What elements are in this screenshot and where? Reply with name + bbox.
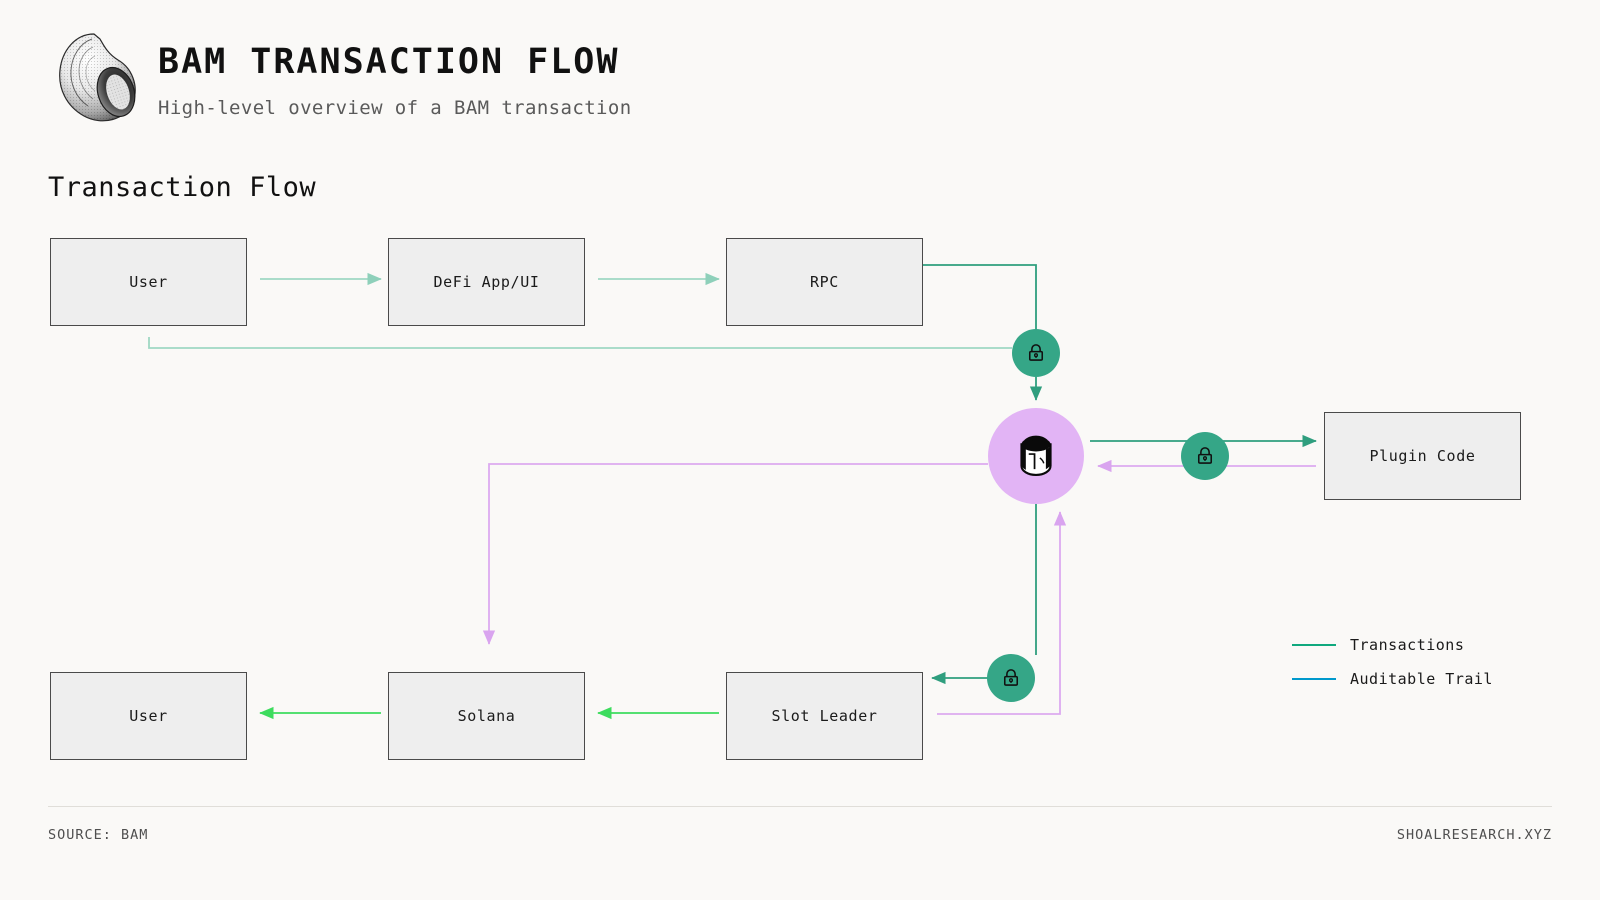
- lock-icon: [1003, 669, 1019, 686]
- bam-drum-icon: [1020, 435, 1052, 476]
- node-slot-leader[interactable]: Slot Leader: [726, 672, 923, 760]
- legend-swatch-transactions: [1292, 643, 1336, 647]
- edge-bam-trail-to-solana: [482, 463, 988, 645]
- edge-user-trail-to-lock: [148, 337, 1012, 349]
- lock-icon: [1197, 447, 1213, 464]
- node-plugin-code[interactable]: Plugin Code: [1324, 412, 1521, 500]
- node-rpc[interactable]: RPC: [726, 238, 923, 326]
- lock-node-plugin[interactable]: [1181, 432, 1229, 480]
- legend: Transactions Auditable Trail: [1292, 628, 1493, 696]
- lock-node-slot-leader[interactable]: [987, 654, 1035, 702]
- node-user-top[interactable]: User: [50, 238, 247, 326]
- page-header: BAM TRANSACTION FLOW High-level overview…: [48, 30, 632, 126]
- footer-divider: [48, 806, 1552, 807]
- section-title: Transaction Flow: [48, 172, 317, 203]
- header-text-block: BAM TRANSACTION FLOW High-level overview…: [158, 30, 632, 119]
- legend-swatch-auditable-trail: [1292, 677, 1336, 681]
- footer-site: SHOALRESEARCH.XYZ: [1396, 827, 1552, 843]
- legend-label-transactions: Transactions: [1350, 636, 1465, 654]
- shell-logo-icon: [48, 30, 140, 126]
- page-subtitle: High-level overview of a BAM transaction: [158, 96, 632, 119]
- legend-item-auditable-trail: Auditable Trail: [1292, 662, 1493, 696]
- lock-node-rpc[interactable]: [1012, 329, 1060, 377]
- node-user-bottom[interactable]: User: [50, 672, 247, 760]
- footer-source: SOURCE: BAM: [48, 827, 149, 843]
- page-title: BAM TRANSACTION FLOW: [158, 42, 620, 82]
- lock-icon: [1028, 344, 1044, 361]
- bam-node[interactable]: [988, 408, 1084, 504]
- legend-label-auditable-trail: Auditable Trail: [1350, 670, 1493, 688]
- legend-item-transactions: Transactions: [1292, 628, 1493, 662]
- node-solana[interactable]: Solana: [388, 672, 585, 760]
- node-defi-app[interactable]: DeFi App/UI: [388, 238, 585, 326]
- edge-rpc-to-lock: [923, 264, 1037, 330]
